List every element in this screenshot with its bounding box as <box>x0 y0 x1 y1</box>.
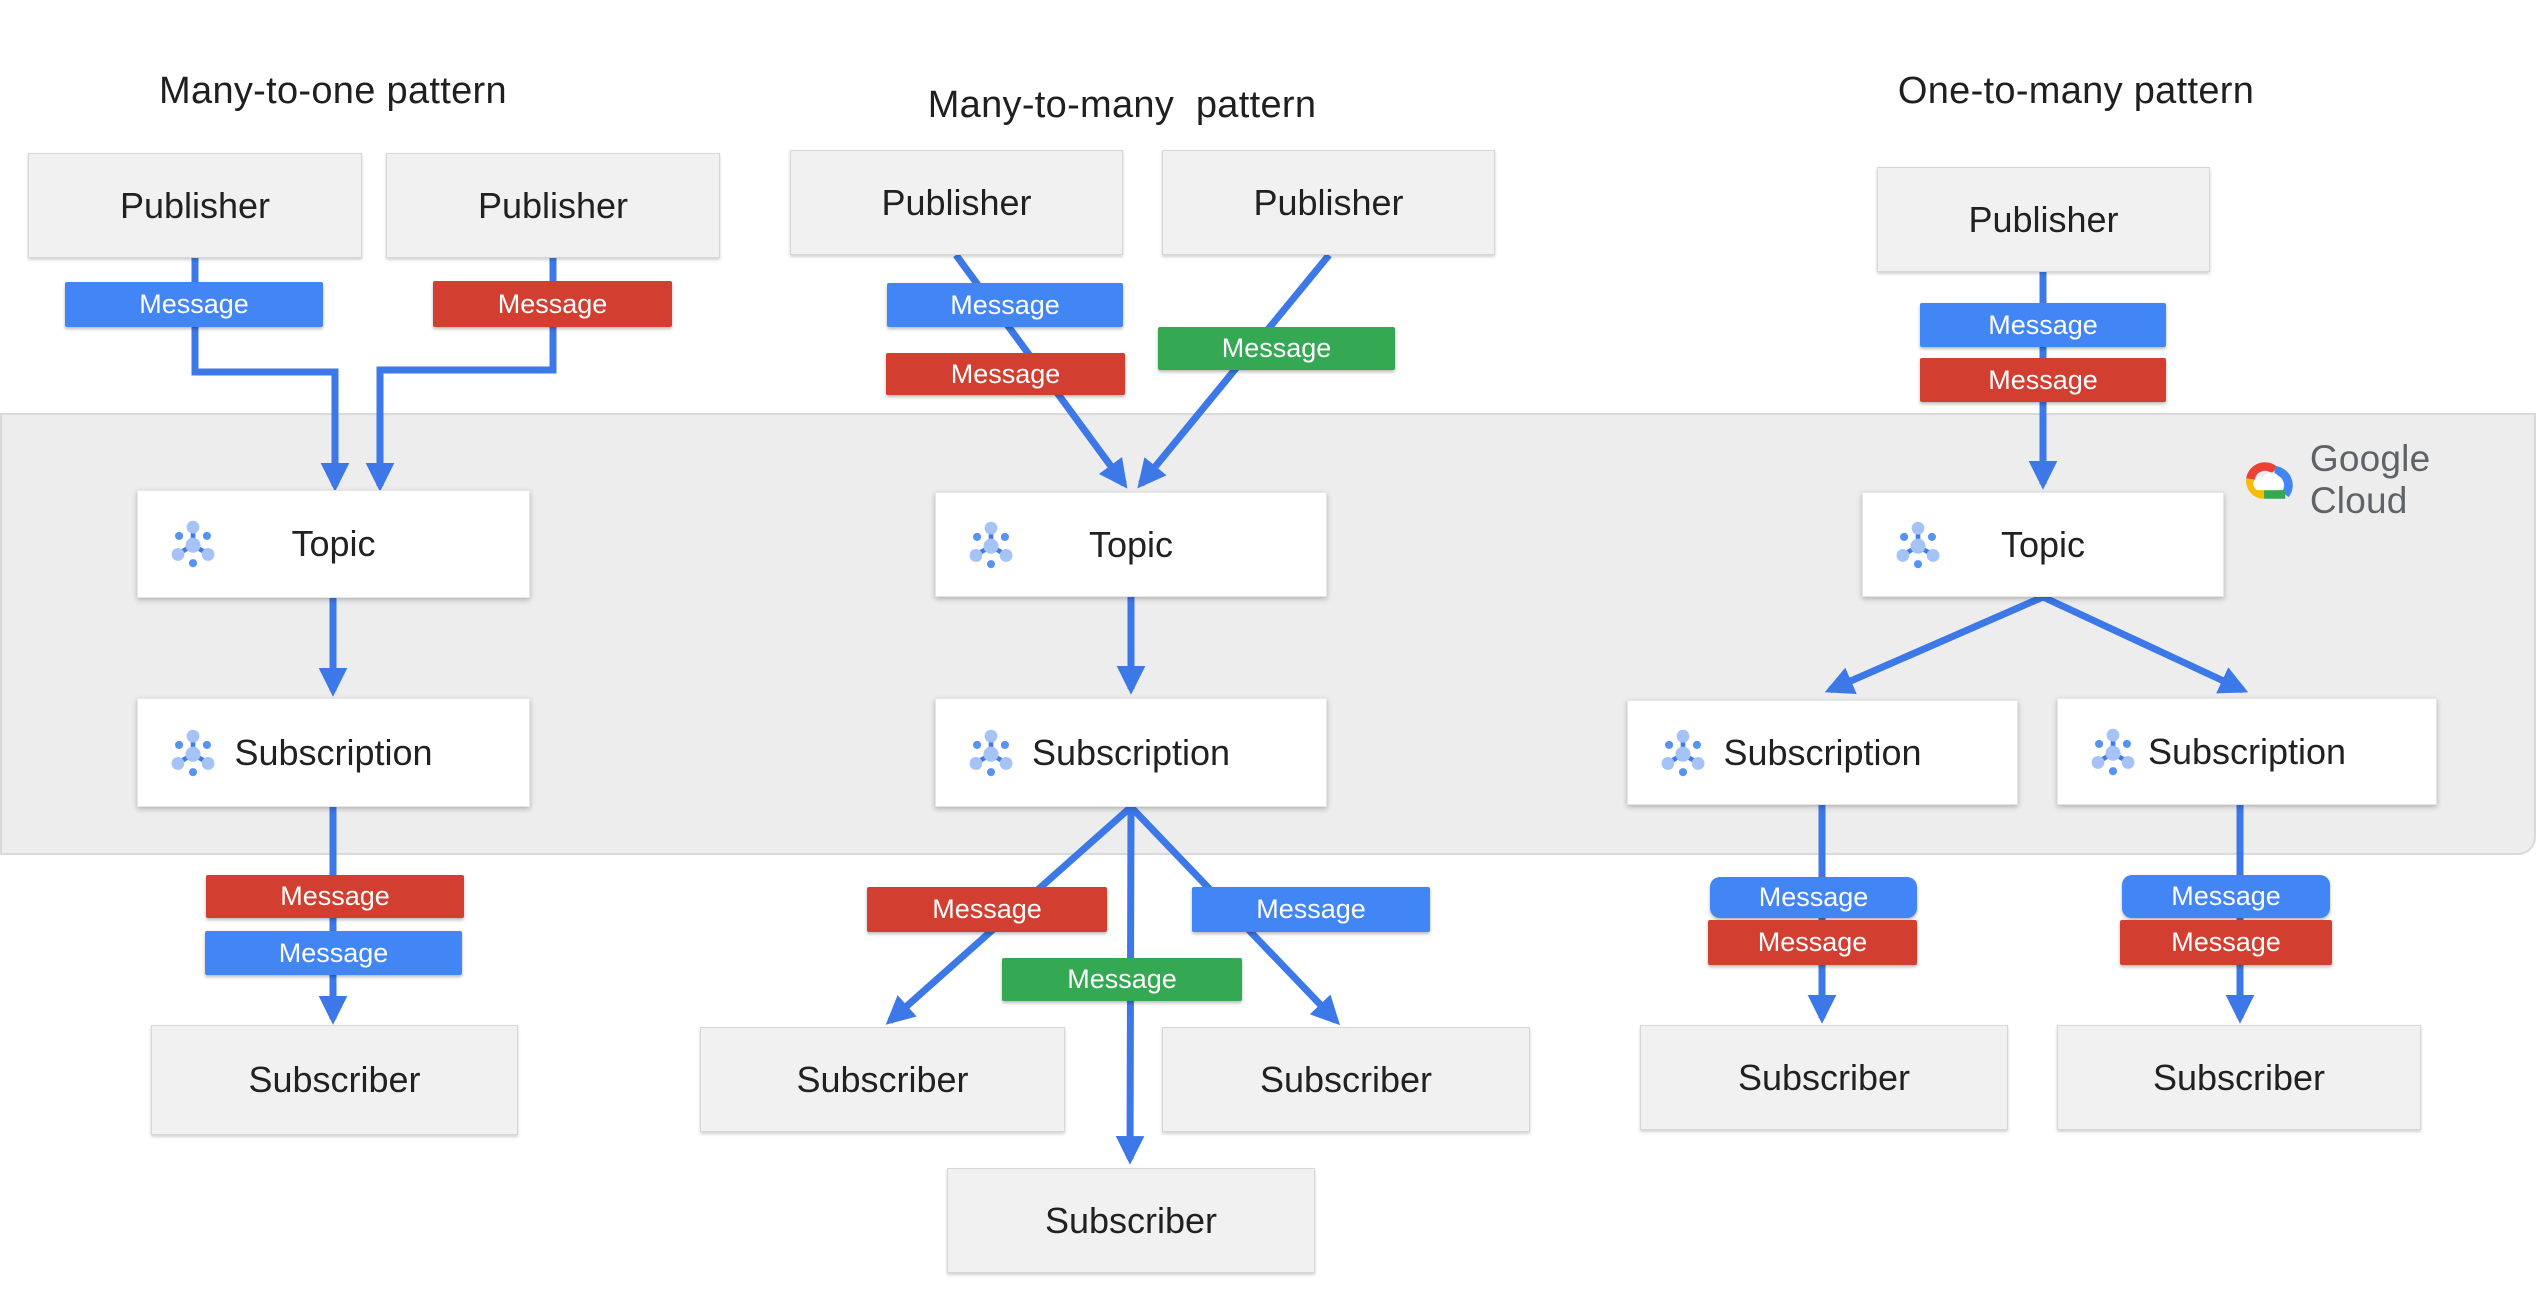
pubsub-hub-icon <box>171 729 215 776</box>
arrow-topic-sub2-o2m <box>2041 593 2249 694</box>
box-label: Publisher <box>119 184 271 226</box>
box-label: Topic <box>291 523 376 564</box>
box-subscription-1-one-to-many: Subscription <box>1627 700 2018 805</box>
box-topic-many-to-many: Topic <box>935 492 1327 597</box>
pubsub-hub-icon <box>969 729 1013 776</box>
box-subscription-many-to-many: Subscription <box>935 698 1327 807</box>
badge-msg-red-sub2-o2m: Message <box>2120 920 2332 965</box>
pubsub-hub-icon <box>1661 729 1705 776</box>
box-subscriber-2-many-to-many: Subscriber <box>1162 1027 1530 1132</box>
box-subscriber-many-to-one: Subscriber <box>151 1025 518 1135</box>
google-cloud-logo: Google Cloud <box>2238 438 2538 522</box>
box-label: Subscription <box>1723 731 1922 773</box>
box-publisher-1-many-to-many: Publisher <box>790 150 1123 255</box>
box-subscription-many-to-one: Subscription <box>137 698 530 807</box>
box-label: Subscriber <box>1044 1199 1218 1241</box>
badge-msg-blue-sub2-o2m: Message <box>2122 875 2330 918</box>
box-label: Subscriber <box>796 1058 969 1100</box>
badge-msg-green-sub-m2m: Message <box>1002 958 1242 1001</box>
badge-msg-blue-pub-o2m: Message <box>1920 303 2166 347</box>
box-topic-many-to-one: Topic <box>137 490 530 598</box>
title-many-to-one: Many-to-one pattern <box>159 70 507 112</box>
box-label: Subscription <box>1031 731 1231 773</box>
badge-msg-red-pub2-m2o: Message <box>433 281 672 327</box>
title-one-to-many: One-to-many pattern <box>1897 70 2255 112</box>
box-label: Subscriber <box>2152 1056 2326 1098</box>
pubsub-hub-icon <box>171 520 215 568</box>
box-subscriber-1-one-to-many: Subscriber <box>1640 1025 2008 1130</box>
box-label: Publisher <box>1253 181 1404 223</box>
google-cloud-icon <box>2246 462 2293 499</box>
badge-msg-red-sub-m2o: Message <box>206 875 464 918</box>
box-label: Topic <box>1088 523 1174 565</box>
box-subscriber-3-many-to-many: Subscriber <box>947 1168 1315 1273</box>
badge-msg-red-sub1-o2m: Message <box>1708 920 1917 965</box>
box-label: Subscriber <box>1737 1056 1911 1098</box>
badge-msg-blue-sub1-o2m: Message <box>1710 877 1917 918</box>
arrow-topic-sub1-o2m <box>1824 593 2045 694</box>
badge-msg-blue-sub-m2m: Message <box>1192 887 1430 932</box>
badge-msg-red-sub-m2m: Message <box>867 887 1107 932</box>
box-label: Subscription <box>2147 730 2347 772</box>
box-publisher-one-to-many: Publisher <box>1877 167 2210 272</box>
title-many-to-many: Many-to-many pattern <box>927 84 1317 126</box>
box-subscriber-2-one-to-many: Subscriber <box>2057 1025 2421 1130</box>
badge-msg-red-pub1-m2m: Message <box>886 353 1125 395</box>
badge-msg-green-pub2-m2m: Message <box>1158 327 1395 370</box>
badge-msg-red-pub-o2m: Message <box>1920 358 2166 402</box>
box-label: Publisher <box>477 184 629 226</box>
box-label: Subscriber <box>248 1059 421 1100</box>
box-label: Publisher <box>1968 198 2119 240</box>
box-label: Publisher <box>881 181 1032 223</box>
box-subscription-2-one-to-many: Subscription <box>2057 698 2437 805</box>
box-publisher-2-many-to-many: Publisher <box>1162 150 1495 255</box>
pubsub-hub-icon <box>2091 728 2135 775</box>
box-publisher-2-many-to-one: Publisher <box>386 153 720 258</box>
badge-msg-blue-pub1-m2m: Message <box>887 283 1123 327</box>
badge-msg-blue-pub1-m2o: Message <box>65 282 323 327</box>
box-label: Subscription <box>234 731 433 773</box>
google-cloud-wordmark: Google Cloud <box>2309 438 2431 521</box>
box-topic-one-to-many: Topic <box>1862 492 2224 597</box>
box-subscriber-1-many-to-many: Subscriber <box>700 1027 1065 1132</box>
box-label: Subscriber <box>1259 1058 1433 1100</box>
pubsub-hub-icon <box>969 521 1013 568</box>
box-publisher-1-many-to-one: Publisher <box>28 153 362 258</box>
pubsub-hub-icon <box>1896 521 1940 568</box>
box-label: Topic <box>2000 523 2086 565</box>
badge-msg-blue-sub-m2o: Message <box>205 931 462 975</box>
